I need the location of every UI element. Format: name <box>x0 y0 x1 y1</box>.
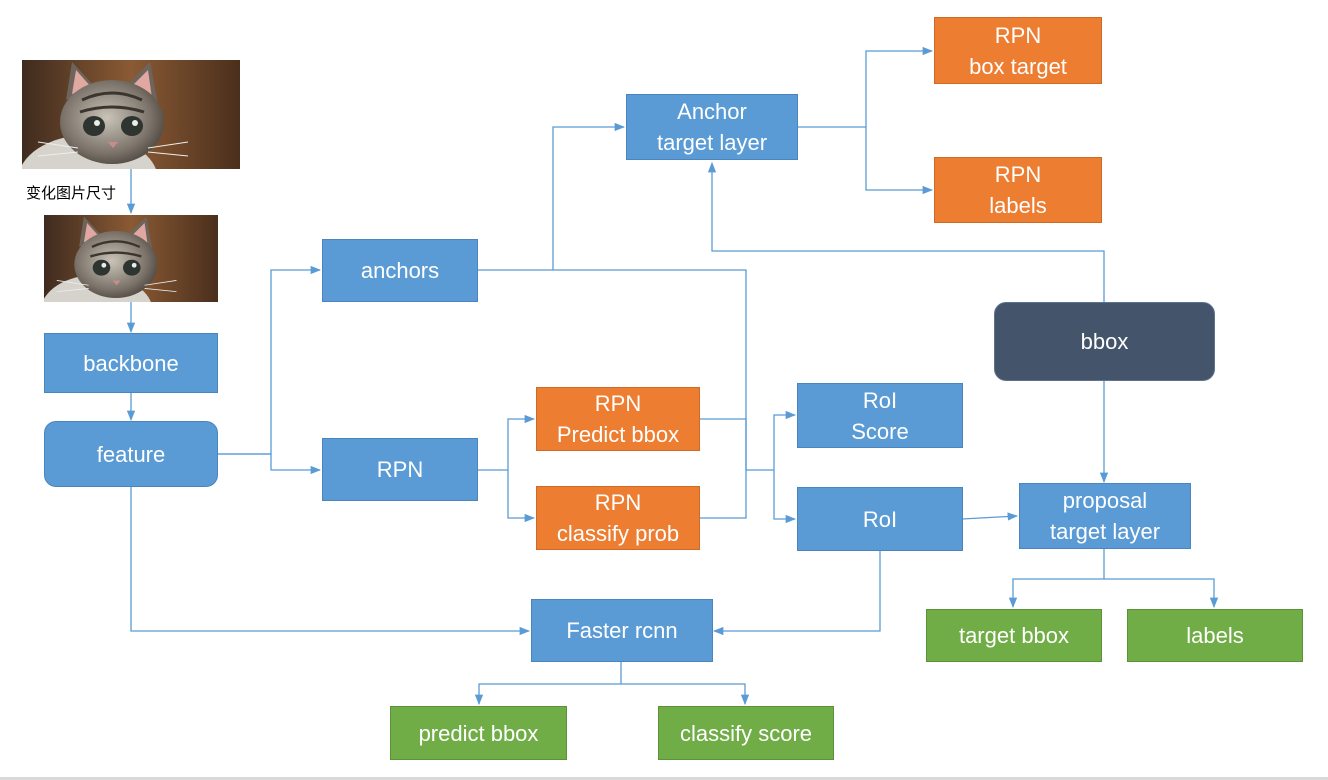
rpn-predict-bbox-node: RPN Predict bbox <box>536 387 700 451</box>
edge-bbox-to-anchor-target <box>707 161 1105 302</box>
backbone-node: backbone <box>44 333 218 393</box>
edge-anchor-target-to-rpn-labels <box>865 127 934 195</box>
edge-anchor-target-to-rpn-box-target <box>798 46 934 128</box>
feature-node: feature <box>44 421 218 487</box>
bbox-node: bbox <box>994 302 1215 381</box>
edge-predict-bbox-to-roi <box>700 418 747 470</box>
edge-feature-to-faster-rcnn <box>130 487 531 636</box>
bottom-divider <box>0 777 1328 780</box>
input-cat-image <box>22 60 240 169</box>
faster-rcnn-node: Faster rcnn <box>531 599 713 662</box>
edge-anchors-to-roi <box>553 269 774 471</box>
edge-proposal-to-target-bbox <box>1008 549 1105 609</box>
resize-caption: 变化图片尺寸 <box>26 184 117 202</box>
edge-junction-to-roi-score <box>773 410 797 470</box>
rpn-box-target-node: RPN box target <box>934 17 1102 84</box>
edge-feature-to-anchors <box>218 265 322 455</box>
edge-junction-to-roi <box>773 470 797 524</box>
edge-proposal-to-labels <box>1104 578 1219 609</box>
resized-cat-image <box>44 215 218 302</box>
edge-rpn-to-classify-prob <box>507 470 536 523</box>
rpn-classify-prob-node: RPN classify prob <box>536 486 700 550</box>
edge-faster-rcnn-to-classify-score <box>621 683 750 706</box>
edge-anchors-to-anchor-target <box>478 122 626 271</box>
predict-bbox-node: predict bbox <box>390 706 567 760</box>
edge-rpn-to-predict-bbox <box>478 414 536 471</box>
edge-roi-to-faster-rcnn <box>712 551 881 636</box>
roi-score-node: RoI Score <box>797 383 963 448</box>
edge-faster-rcnn-to-predict-bbox <box>474 662 622 706</box>
edge-classify-prob-to-roi <box>700 470 747 519</box>
rpn-node: RPN <box>322 438 478 501</box>
rpn-labels-node: RPN labels <box>934 157 1102 223</box>
roi-node: RoI <box>797 487 963 551</box>
proposal-target-layer-node: proposal target layer <box>1019 483 1191 549</box>
classify-score-node: classify score <box>658 706 834 760</box>
anchors-node: anchors <box>322 239 478 302</box>
edge-roi-to-proposal-target <box>961 512 1019 521</box>
anchor-target-layer-node: Anchor target layer <box>626 94 798 160</box>
target-bbox-node: target bbox <box>926 609 1102 662</box>
labels-node: labels <box>1127 609 1303 662</box>
edge-feature-to-rpn <box>218 453 322 475</box>
